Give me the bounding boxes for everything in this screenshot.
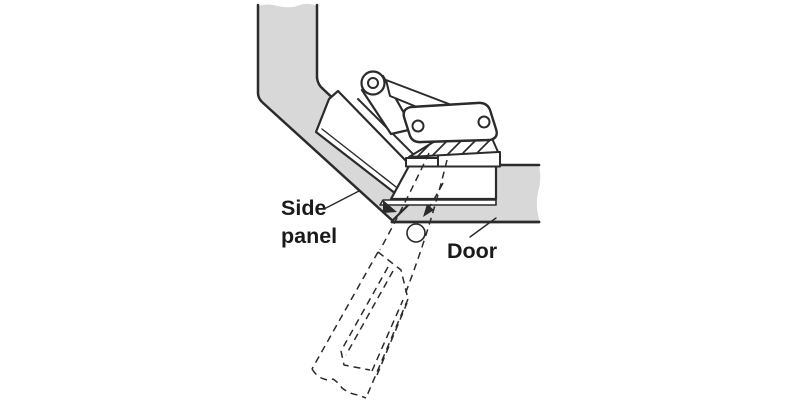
side-panel-outer-edge: [256, 3, 396, 224]
plate-left-segment: [405, 157, 439, 168]
door-mounting-plate: [405, 151, 501, 168]
door-swing-arcs: [379, 152, 448, 298]
side-panel-label-line2: panel: [281, 224, 337, 248]
rotation-arrow-arc: [425, 182, 444, 213]
swing-arc-left: [379, 152, 430, 251]
swing-arc-right: [403, 159, 448, 298]
side-panel-leader-line: [325, 190, 360, 209]
side-panel-inner-edge: [315, 3, 448, 206]
hinge-pivot-hole-right-icon: [477, 115, 491, 129]
hinge-body: [402, 101, 498, 144]
link-pivot-hole-icon: [367, 77, 379, 89]
hinge-body-outline: [402, 101, 498, 144]
pivot-hole-circle: [406, 223, 426, 243]
door-closed-dashed-outline: [311, 251, 409, 399]
closed-door-recess-dashed: [340, 266, 408, 376]
recess-cavity: [389, 164, 498, 201]
wedge-hatch-lines-icon: [417, 136, 492, 157]
side-panel-label: Side panel: [281, 196, 337, 248]
closed-door-outer: [311, 251, 409, 399]
door-label: Door: [447, 239, 498, 263]
panel-tip-corner: [383, 200, 397, 213]
rotation-arrowhead-icon: [423, 204, 434, 217]
side-panel-label-line1: Side: [281, 196, 326, 220]
recess-flange-line: [379, 199, 497, 206]
hinge-pivot-hole-left-icon: [411, 119, 425, 133]
door-leader-line: [469, 217, 497, 238]
